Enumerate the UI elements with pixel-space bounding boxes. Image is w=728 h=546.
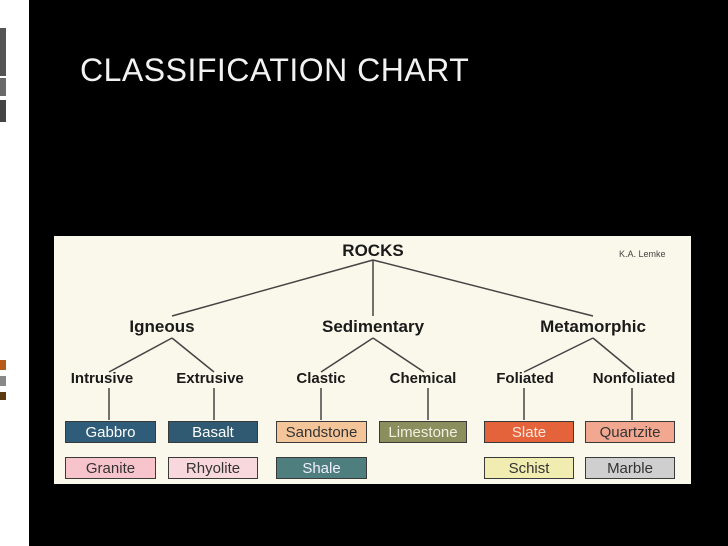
- rock-basalt: Basalt: [168, 421, 258, 443]
- rock-classification-diagram: ROCKS K.A. Lemke Igneous Sedimentary Met…: [54, 236, 691, 484]
- connector-lines: [108, 259, 635, 420]
- subcategory-foliated: Foliated: [496, 370, 554, 387]
- rock-limestone: Limestone: [379, 421, 467, 443]
- rock-slate: Slate: [484, 421, 574, 443]
- root-node-rocks: ROCKS: [342, 241, 404, 260]
- slide-title: CLASSIFICATION CHART: [80, 52, 470, 88]
- accent-block: [0, 392, 6, 400]
- rock-rhyolite: Rhyolite: [168, 457, 258, 479]
- rock-schist: Schist: [484, 457, 574, 479]
- rock-granite: Granite: [65, 457, 156, 479]
- rock-quartzite: Quartzite: [585, 421, 675, 443]
- subcategory-clastic: Clastic: [296, 370, 346, 387]
- rock-sandstone: Sandstone: [276, 421, 367, 443]
- subcategory-intrusive: Intrusive: [70, 370, 134, 387]
- category-sedimentary: Sedimentary: [321, 317, 425, 336]
- author-credit: K.A. Lemke: [619, 249, 666, 259]
- rock-gabbro: Gabbro: [65, 421, 156, 443]
- rock-shale: Shale: [276, 457, 367, 479]
- subcategory-extrusive: Extrusive: [176, 370, 244, 387]
- category-metamorphic: Metamorphic: [540, 317, 646, 336]
- subcategory-chemical: Chemical: [389, 370, 457, 387]
- subcategory-nonfoliated: Nonfoliated: [592, 370, 676, 387]
- accent-block: [0, 376, 6, 386]
- accent-block: [0, 28, 6, 76]
- accent-block: [0, 78, 6, 96]
- accent-block: [0, 100, 6, 122]
- accent-block: [0, 360, 6, 370]
- rock-marble: Marble: [585, 457, 675, 479]
- category-igneous: Igneous: [129, 317, 195, 336]
